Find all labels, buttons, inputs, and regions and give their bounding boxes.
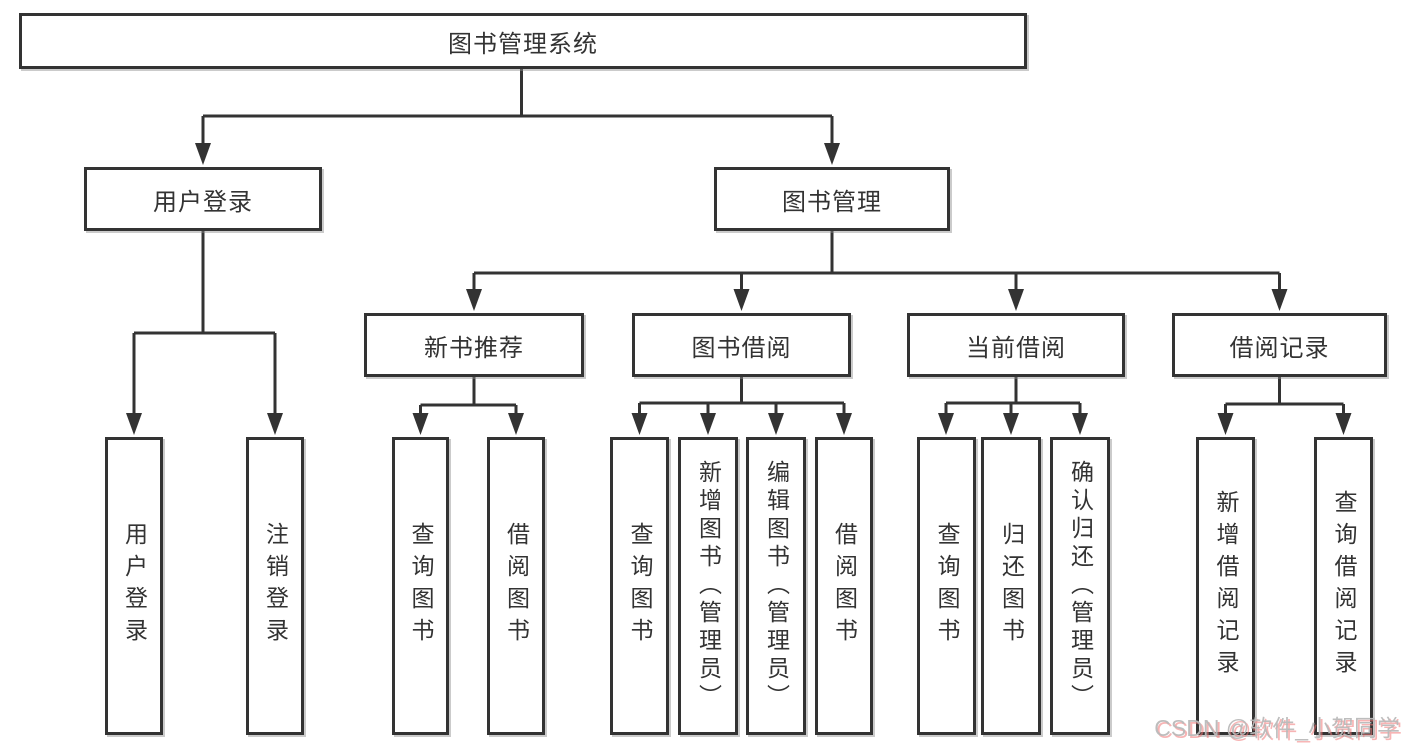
node-book-borrow: 图书借阅 [632,313,851,377]
connector-new-book-recommend-children [419,377,518,416]
node-label: 图书管理 [782,188,882,216]
leaf-user-login: 用户登录 [105,437,163,735]
node-label: 用户登录 [153,188,253,216]
node-user-login: 用户登录 [84,167,322,231]
node-current-borrow: 当前借阅 [907,313,1125,377]
arrowheads [126,143,1352,435]
leaf-logout: 注销登录 [246,437,304,735]
leaf-add-borrow-record: 新增借阅记录 [1196,437,1255,735]
leaf-label: 注销登录 [262,522,289,650]
connector-current-borrow-children [944,377,1082,416]
connector-root-to-level2 [201,68,834,146]
connector-user-login-children [132,231,277,416]
leaf-borrow-books: 借阅图书 [815,437,873,735]
connector-book-management-children [472,231,1281,292]
leaf-return-books: 归还图书 [981,437,1041,735]
leaf-label: 查询借阅记录 [1331,490,1357,682]
leaf-label: 归还图书 [998,522,1025,650]
leaf-label: 新增借阅记录 [1213,490,1239,682]
connector-book-borrow-children [638,377,846,416]
node-label: 图书借阅 [691,334,792,362]
leaf-query-books-borrow: 查询图书 [610,437,669,735]
leaf-label: 借阅图书 [831,522,858,650]
leaf-query-borrow-record: 查询借阅记录 [1314,437,1373,735]
leaf-query-books-current: 查询图书 [917,437,976,735]
node-label: 当前借阅 [966,334,1066,362]
leaf-add-book-admin: 新增图书（管理员） [678,437,738,735]
leaf-label: 借阅图书 [503,522,530,650]
leaf-query-books-recommend: 查询图书 [392,437,449,735]
leaf-label: 查询图书 [934,522,960,650]
node-book-management: 图书管理 [714,167,950,231]
node-library-system: 图书管理系统 [19,13,1027,69]
node-label: 图书管理系统 [448,30,598,58]
leaf-borrow-books-recommend: 借阅图书 [487,437,545,735]
connector-borrow-records-children [1224,377,1345,416]
leaf-label: 编辑图书（管理员） [763,460,790,712]
leaf-label: 查询图书 [627,522,653,650]
node-borrow-records: 借阅记录 [1172,313,1387,377]
leaf-label: 确认归还（管理员） [1067,460,1094,712]
node-label: 借阅记录 [1229,334,1330,362]
leaf-label: 用户登录 [121,522,148,650]
leaf-edit-book-admin: 编辑图书（管理员） [746,437,806,735]
node-label: 新书推荐 [424,334,524,362]
leaf-confirm-return-admin: 确认归还（管理员） [1050,437,1110,735]
leaf-label: 查询图书 [408,522,434,650]
leaf-label: 新增图书（管理员） [695,460,722,712]
node-new-book-recommend: 新书推荐 [364,313,584,377]
csdn-watermark: CSDN @软件_小贺同学 [1154,715,1400,741]
